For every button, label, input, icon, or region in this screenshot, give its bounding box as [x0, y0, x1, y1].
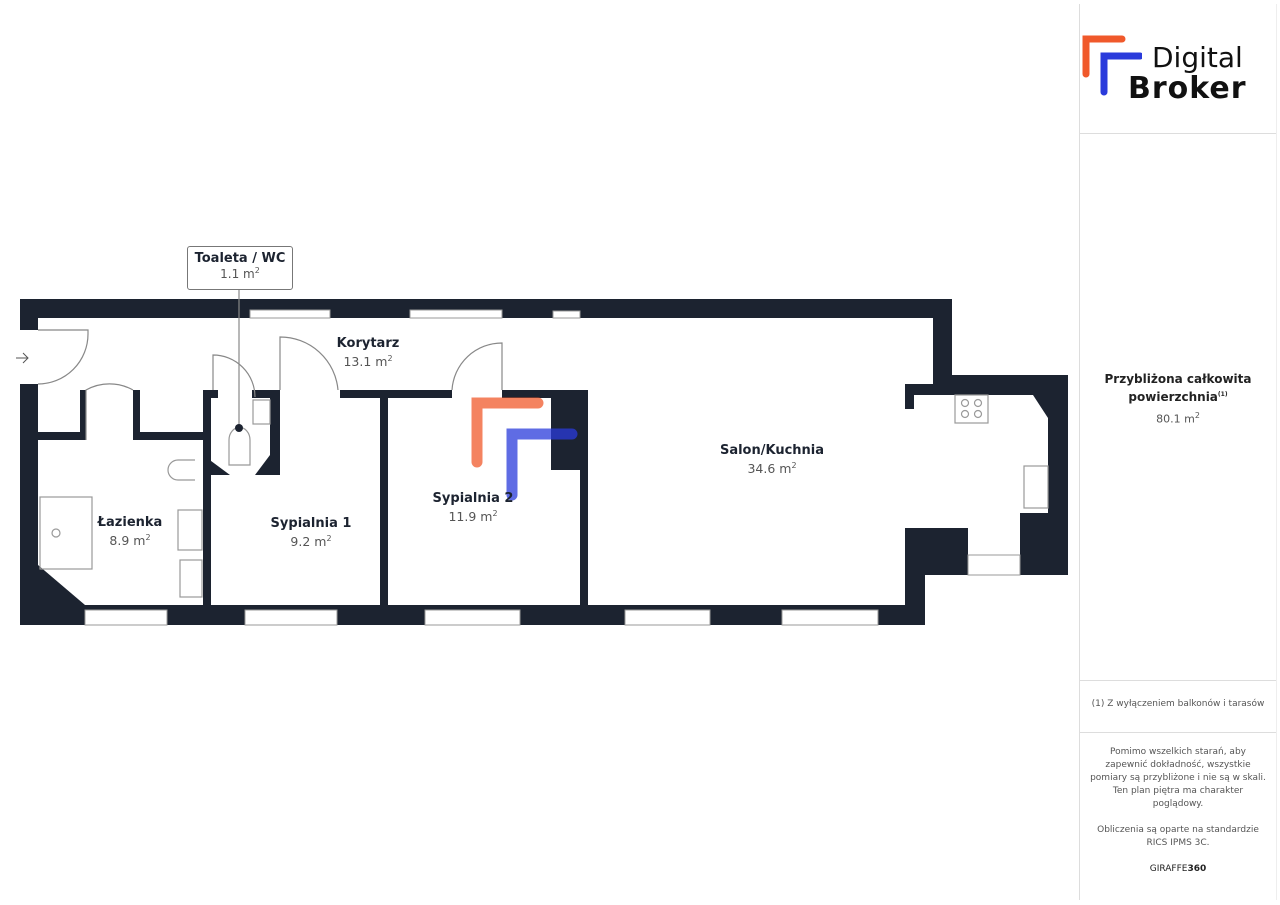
logo-mark-icon: [1082, 35, 1142, 96]
room-area: 1.1 m: [220, 267, 255, 281]
room-label-sypialnia-1: Sypialnia 1 9.2 m2: [270, 516, 352, 550]
fixtures: [39, 394, 1049, 598]
logo-section: [1080, 4, 1276, 134]
windows: [84, 309, 1021, 626]
doors: [37, 290, 503, 440]
total-area-section: Przybliżona całkowita powierzchnia(1) 80…: [1080, 133, 1276, 681]
room-label-salon-kuchnia: Salon/Kuchnia 34.6 m2: [719, 443, 825, 477]
arrow-right-icon: [16, 352, 29, 364]
room-label-sypialnia-2: Sypialnia 2 11.9 m2: [432, 491, 514, 525]
digital-broker-logo: Digital Broker: [1082, 34, 1277, 104]
disclaimer-section: Pomimo wszelkich starań, aby zapewnić do…: [1080, 746, 1276, 876]
footnote-section: (1) Z wyłączeniem balkonów i tarasów: [1080, 680, 1276, 733]
wc-callout: Toaleta / WC 1.1 m2: [187, 246, 293, 290]
walls: [20, 299, 1068, 625]
info-panel: Przybliżona całkowita powierzchnia(1) 80…: [1079, 4, 1277, 900]
giraffe360-credit: GIRAFFE360: [1149, 864, 1207, 874]
room-label-korytarz: Korytarz 13.1 m2: [336, 336, 400, 370]
floor-plan: [16, 290, 1068, 626]
total-area-value: 80.1 m: [1156, 412, 1195, 426]
room-label-lazienka: Łazienka 8.9 m2: [97, 515, 163, 549]
watermark-logo: [471, 397, 578, 501]
room-name: Toaleta / WC: [194, 251, 286, 266]
